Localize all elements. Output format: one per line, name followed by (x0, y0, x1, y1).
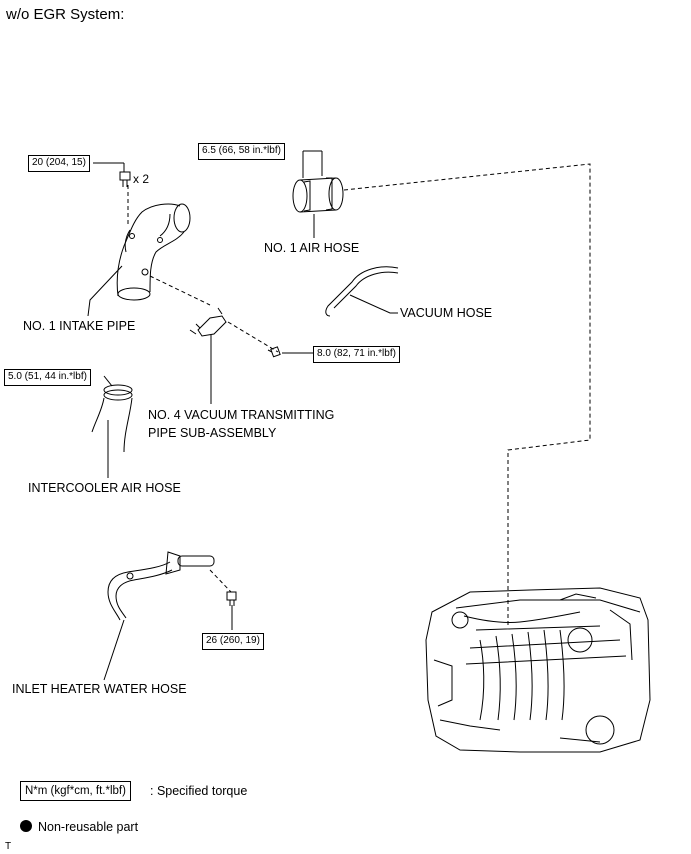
torque-air-hose-clamp: 6.5 (66, 58 in.*lbf) (198, 143, 285, 160)
label-no4-vacuum-pipe-line2: PIPE SUB-ASSEMBLY (148, 426, 277, 440)
inlet-heater-water-hose-drawing (107, 551, 215, 621)
legend-torque-unit: N*m (kgf*cm, ft.*lbf) (20, 781, 131, 802)
engine-assembly-drawing (425, 587, 651, 753)
no4-vacuum-pipe-drawing (189, 307, 227, 337)
torque-intercooler-clamp: 5.0 (51, 44 in.*lbf) (4, 369, 91, 386)
leader-lines (87, 150, 398, 681)
legend-nonreusable-desc: Non-reusable part (38, 820, 139, 834)
label-no1-intake-pipe: NO. 1 INTAKE PIPE (23, 319, 136, 333)
label-no1-air-hose: NO. 1 AIR HOSE (264, 241, 360, 255)
torque-vacuum-pipe-bolt: 8.0 (82, 71 in.*lbf) (313, 346, 400, 363)
heater-hose-bolt-icon (226, 591, 237, 606)
label-no4-vacuum-pipe-line1: NO. 4 VACUUM TRANSMITTING (148, 408, 335, 422)
dashed-alignment-lines (127, 163, 591, 628)
vacuum-hose-drawing (325, 266, 399, 317)
footer-mark: T (5, 841, 12, 852)
torque-intake-pipe-bolt: 20 (204, 15) (28, 155, 90, 172)
nonreusable-part-icon (20, 820, 32, 832)
no1-intake-pipe-drawing (116, 203, 191, 301)
page-title: w/o EGR System: (6, 6, 125, 23)
vacuum-pipe-bolt-icon (267, 346, 281, 358)
torque-heater-hose-bolt: 26 (260, 19) (202, 633, 264, 650)
label-vacuum-hose: VACUUM HOSE (400, 306, 493, 320)
label-inlet-heater-water-hose: INLET HEATER WATER HOSE (12, 682, 187, 696)
legend-torque-desc: : Specified torque (150, 784, 248, 798)
intercooler-air-hose-drawing (91, 384, 133, 453)
no1-air-hose-drawing (292, 177, 344, 213)
torque-intake-pipe-bolt-qty: x 2 (133, 172, 150, 186)
intake-bolt-icon (119, 171, 131, 187)
label-intercooler-air-hose: INTERCOOLER AIR HOSE (28, 481, 181, 495)
